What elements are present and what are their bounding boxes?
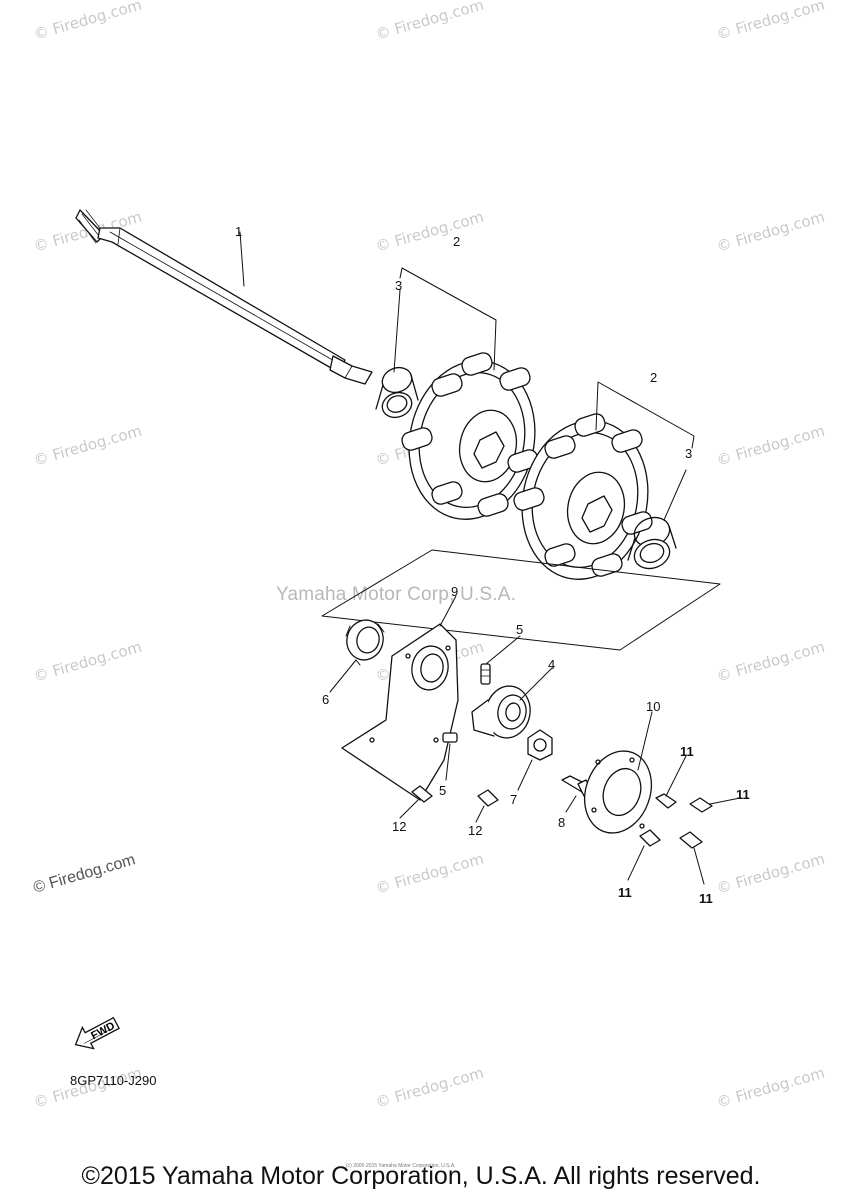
- nut: [527, 729, 553, 761]
- bearing: [471, 685, 531, 739]
- callout-bolt-11-d: 11: [699, 891, 713, 906]
- callout-bolt-12-a: 12: [392, 819, 407, 834]
- drive-shaft: [75, 209, 373, 385]
- callout-bolt-12-b: 12: [468, 823, 483, 838]
- callout-pin-lower: 5: [439, 783, 447, 798]
- callout-seal: 6: [322, 692, 330, 707]
- callout-bolt-11-c: 11: [618, 885, 632, 900]
- pin-lower: [442, 732, 458, 743]
- callout-sprocket-upper: 2: [453, 234, 461, 249]
- fwd-arrow-icon: FWD: [74, 1016, 120, 1050]
- collar-left: [375, 366, 419, 419]
- pin-upper: [480, 663, 491, 685]
- watermark-center: Yamaha Motor Corp, U.S.A.: [276, 584, 517, 605]
- diagram-code: 8GP7110-J290: [70, 1073, 157, 1088]
- callout-pin-upper: 5: [516, 622, 524, 637]
- copyright-notice: ©2015 Yamaha Motor Corporation, U.S.A. A…: [81, 1162, 761, 1190]
- callout-shaft: 1: [235, 224, 243, 239]
- callout-bolt-11-b: 11: [736, 787, 750, 802]
- bolt-group-12: [411, 785, 499, 807]
- callout-collar-left: 3: [395, 278, 403, 293]
- callout-bearing: 4: [548, 657, 556, 672]
- callout-nut: 7: [510, 792, 518, 807]
- callout-sprocket-lower: 2: [650, 370, 658, 385]
- callout-cap: 10: [646, 699, 661, 714]
- cap: [584, 750, 652, 834]
- callout-collar-right: 3: [685, 446, 693, 461]
- callout-housing: 9: [451, 584, 459, 599]
- callout-bolt-8: 8: [558, 815, 566, 830]
- fwd-label: FWD: [89, 1020, 117, 1042]
- callout-bolt-11-a: 11: [680, 744, 694, 759]
- seal: [345, 619, 385, 666]
- collar-right: [627, 516, 677, 570]
- bolt-group-11: [639, 793, 713, 849]
- sprocket-upper: [401, 352, 539, 520]
- housing: [341, 623, 459, 801]
- sprocket-lower: [513, 413, 653, 580]
- tiny-copyright: (c) 2005-2015 Yamaha Motor Corporation, …: [346, 1163, 456, 1169]
